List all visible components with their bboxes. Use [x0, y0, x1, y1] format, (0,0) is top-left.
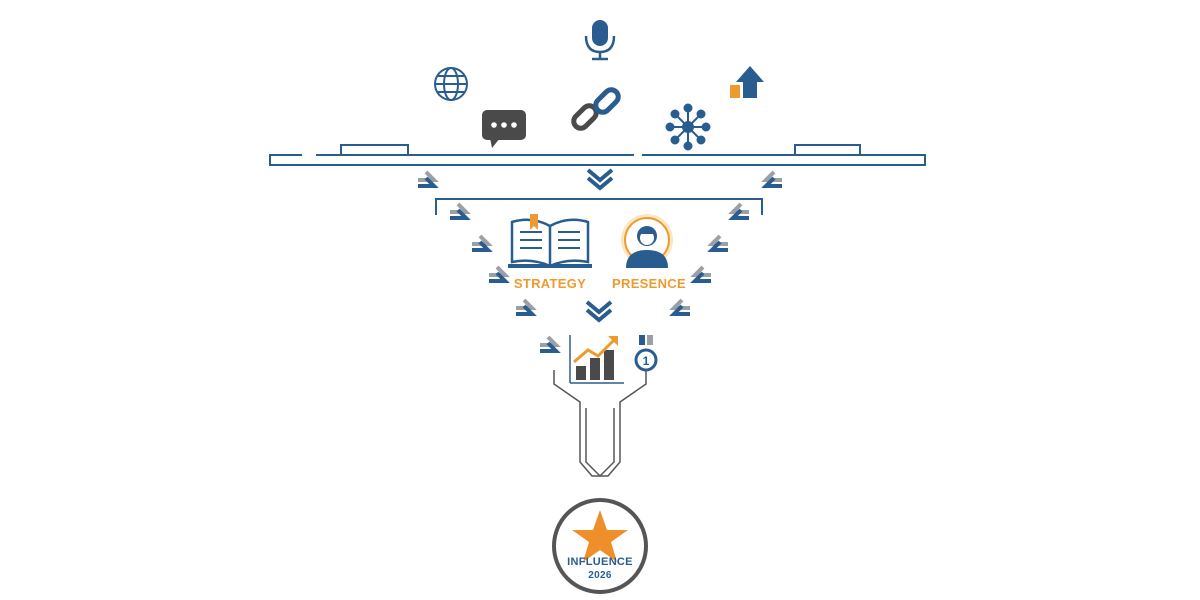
funnel-top-bar	[269, 144, 926, 166]
network-icon	[665, 103, 711, 151]
center-chevron-middle	[585, 300, 613, 322]
medal-icon: 1	[634, 335, 658, 372]
presence-label: PRESENCE	[612, 276, 686, 291]
inner-bracket	[435, 198, 763, 215]
star-icon	[572, 510, 628, 562]
link-icon	[571, 87, 621, 131]
growth-arrow-icon	[730, 66, 764, 98]
svg-text:1: 1	[643, 354, 650, 368]
person-icon	[621, 214, 673, 268]
influence-badge	[552, 498, 648, 594]
globe-icon	[434, 67, 468, 101]
center-chevron-top	[586, 168, 614, 190]
right-chevron-trail	[672, 170, 784, 316]
microphone-icon	[584, 20, 616, 61]
strategy-label: STRATEGY	[513, 276, 587, 291]
chat-icon	[482, 110, 526, 148]
badge-year: 2026	[588, 570, 612, 581]
badge-title: INFLUENCE	[567, 556, 633, 568]
bar-chart-icon	[569, 335, 624, 384]
funnel-spout	[553, 370, 647, 478]
book-icon	[508, 214, 592, 268]
